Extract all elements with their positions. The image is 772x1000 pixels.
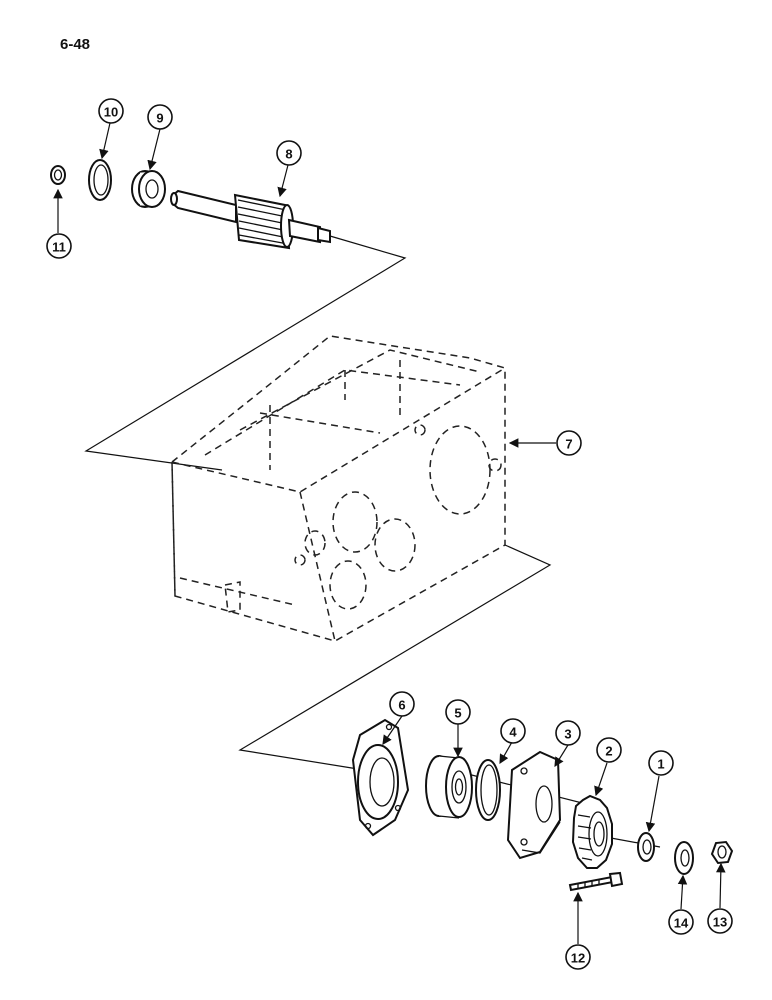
callout-14-label: 14 <box>674 916 689 931</box>
part-13-nut <box>710 840 734 865</box>
callout-10: 10 <box>98 98 124 124</box>
part-12-bolt <box>568 871 624 892</box>
callout-14: 14 <box>668 909 694 935</box>
callout-11: 11 <box>46 233 72 259</box>
callout-2: 2 <box>596 737 622 763</box>
upper-centerline <box>84 235 407 471</box>
callout-11-label: 11 <box>52 240 66 255</box>
part-8-gear-shaft <box>170 189 331 250</box>
part-9-bearing <box>131 170 166 208</box>
callout-1: 1 <box>648 750 674 776</box>
callout-3: 3 <box>555 720 581 746</box>
leader-lines <box>53 122 726 944</box>
callout-5: 5 <box>445 699 471 725</box>
part-10-snap-ring <box>88 159 112 201</box>
callout-6-label: 6 <box>398 698 405 713</box>
part-5-bearing <box>425 755 473 819</box>
callout-13-label: 13 <box>713 915 727 930</box>
part-3-cover-plate <box>506 750 562 860</box>
callout-7-label: 7 <box>565 437 572 452</box>
callout-3-label: 3 <box>564 727 571 742</box>
page-number: 6-48 <box>60 36 91 53</box>
callout-4-label: 4 <box>509 725 517 740</box>
callout-5-label: 5 <box>454 706 461 721</box>
part-7-transmission-housing <box>171 335 506 642</box>
upper-assembly <box>50 159 331 250</box>
part-6-retainer <box>351 718 410 837</box>
callout-13: 13 <box>707 908 733 934</box>
part-4-snap-ring <box>475 759 501 821</box>
callout-1-label: 1 <box>657 757 664 772</box>
part-14-washer <box>674 841 694 875</box>
part-11-ring <box>50 165 66 185</box>
callout-8: 8 <box>276 140 302 166</box>
callout-12: 12 <box>565 944 591 970</box>
callout-2-label: 2 <box>605 744 612 759</box>
part-2-gear <box>571 794 613 869</box>
callout-10-label: 10 <box>104 105 118 120</box>
callout-7: 7 <box>556 430 582 456</box>
callout-8-label: 8 <box>285 147 292 162</box>
callout-4: 4 <box>500 718 526 744</box>
callout-9: 9 <box>147 104 173 130</box>
part-1-washer <box>637 832 655 862</box>
callout-6: 6 <box>389 691 415 717</box>
callout-9-label: 9 <box>156 111 163 126</box>
lower-assembly <box>351 718 734 892</box>
callout-12-label: 12 <box>571 951 585 966</box>
